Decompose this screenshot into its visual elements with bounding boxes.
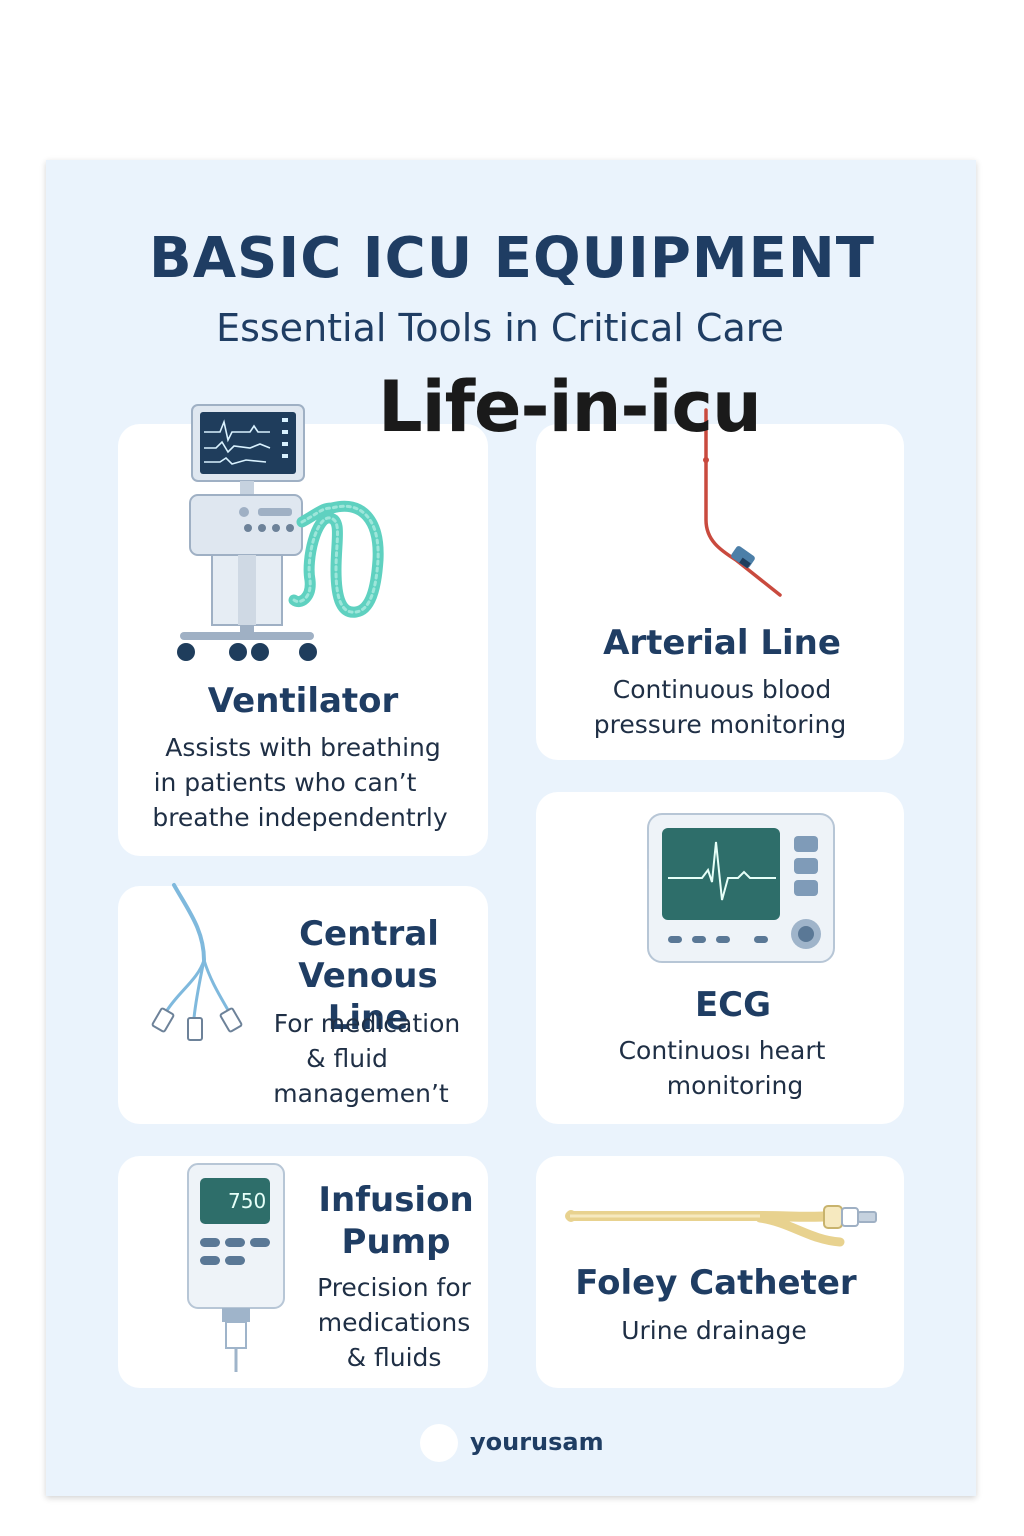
- infusion-pump-desc-line-3: & fluids: [346, 1343, 442, 1372]
- arterial-line-desc-line-1: Continuous blood: [612, 675, 832, 704]
- infusion-pump-title-line-2: Pump: [341, 1222, 451, 1262]
- infusion-pump-desc-line-2: medications: [317, 1308, 471, 1337]
- ventilator-title: Ventilator: [207, 681, 399, 721]
- footer-logo: [420, 1424, 458, 1462]
- ecg-desc-line-1: Continuosı heart: [618, 1036, 826, 1065]
- central-venous-line-desc-line-1: For medication: [273, 1009, 461, 1038]
- ventilator-desc-line-3: breathe independentrly: [152, 803, 448, 832]
- arterial-line-desc-line-2: pressure monitoring: [593, 710, 847, 739]
- central-venous-line-title-line-1: Central: [299, 914, 439, 954]
- card-arterial-line: [536, 424, 904, 760]
- infusion-pump-title-line-1: Infusion: [318, 1180, 474, 1220]
- ecg-title: ECG: [694, 985, 772, 1025]
- ecg-monitor-icon: [647, 813, 835, 963]
- arterial-line-icon: [703, 408, 782, 597]
- central-venous-line-desc-line-2: & fluid: [306, 1044, 388, 1073]
- foley-catheter-icon: [565, 1205, 877, 1247]
- foley-catheter-desc: Urine drainage: [621, 1316, 807, 1345]
- watermark-text: Life-in-icu: [378, 366, 762, 448]
- infusion-pump-desc-line-1: Precision for: [317, 1273, 471, 1302]
- footer-brand: yourusam: [470, 1428, 604, 1456]
- card-foley-catheter: [536, 1156, 904, 1388]
- infusion-pump-display: 750: [228, 1189, 266, 1213]
- card-central-venous-line: [118, 886, 488, 1124]
- ventilator-desc-line-1: Assists with breathing: [165, 733, 441, 762]
- arterial-line-title: Arterial Line: [603, 623, 841, 663]
- foley-catheter-title: Foley Catheter: [575, 1263, 857, 1303]
- central-venous-line-desc-line-3: managemen’t: [273, 1079, 449, 1108]
- page-title: BASIC ICU EQUIPMENT: [149, 226, 875, 291]
- infusion-pump-icon: 750: [187, 1163, 285, 1372]
- ventilator-desc-line-2: in patients who can’t: [153, 768, 417, 797]
- card-infusion-pump: [118, 1156, 488, 1388]
- ventilator-icon: [177, 404, 384, 661]
- page-subtitle: Essential Tools in Critical Care: [216, 306, 784, 350]
- central-line-icon: [151, 883, 243, 1041]
- ecg-desc-line-2: monitoring: [666, 1071, 804, 1100]
- central-venous-line-title-line-2: Venous Line: [298, 956, 438, 1038]
